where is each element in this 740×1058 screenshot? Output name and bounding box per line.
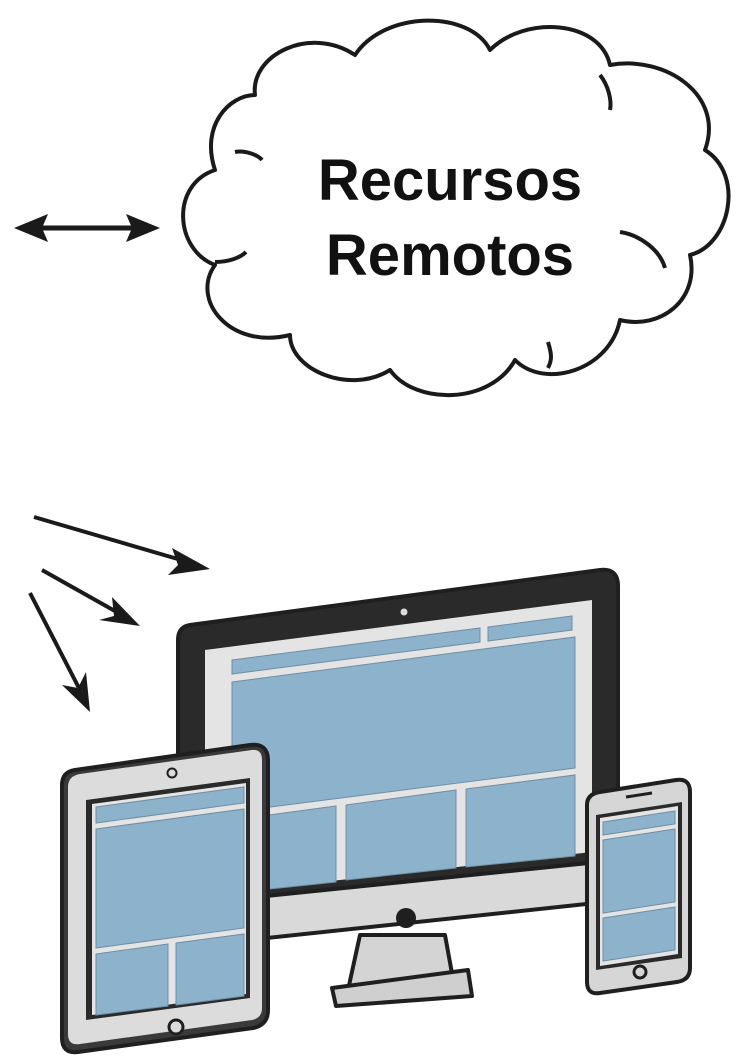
bidirectional-arrow-icon (14, 214, 160, 242)
device-arrow (33, 515, 210, 575)
cloud-title-line-2: Remotos (326, 223, 574, 288)
tablet-icon (60, 742, 270, 1055)
device-arrow (28, 592, 90, 712)
cloud-title-line-1: Recursos (318, 148, 582, 213)
cloud-shape (181, 18, 731, 397)
smartphone-icon (585, 777, 692, 996)
desktop-monitor-icon (176, 567, 620, 1008)
device-arrow (41, 568, 140, 626)
